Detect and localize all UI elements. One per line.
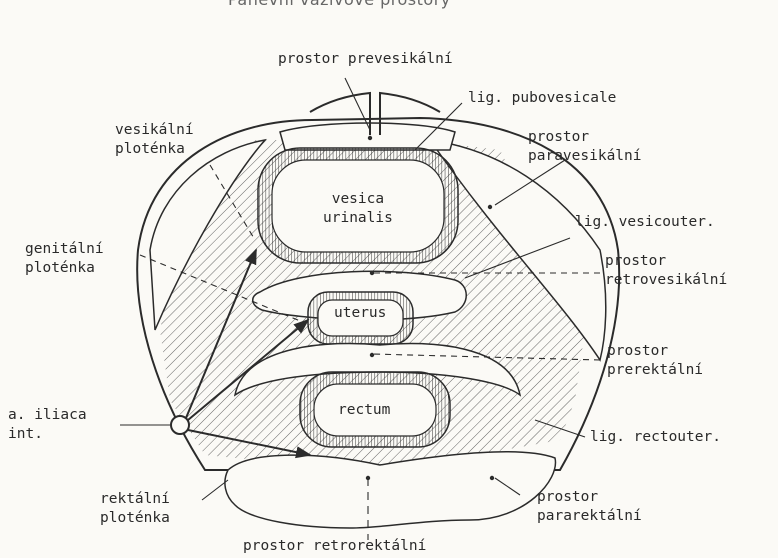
label-lig-vesicouter: lig. vesicouter.	[575, 213, 715, 232]
label-uterus: uterus	[334, 304, 386, 323]
label-rectum: rectum	[338, 401, 390, 420]
label-retrorectal-space: prostor retrorektální	[243, 537, 426, 556]
label-rectal-plate: rektální ploténka	[100, 490, 170, 528]
iliac-artery-origin	[171, 416, 189, 434]
label-lig-rectouter: lig. rectouter.	[590, 428, 721, 447]
label-prevesical-space: prostor prevesikální	[278, 50, 453, 69]
label-vesical-plate: vesikální ploténka	[115, 121, 194, 159]
label-a-iliaca-int: a. iliaca int.	[8, 406, 87, 444]
label-vesica-urinalis: vesica urinalis	[323, 190, 393, 228]
label-retrovesical-space: prostor retrovesikální	[605, 252, 727, 290]
label-paravesical-space: prostor paravesikální	[528, 128, 642, 166]
label-prerectal-space: prostor prerektální	[607, 342, 703, 380]
label-genital-plate: genitální ploténka	[25, 240, 104, 278]
label-lig-pubovesicale: lig. pubovesicale	[468, 89, 616, 108]
label-pararectal-space: prostor pararektální	[537, 488, 642, 526]
retrorectal-space	[225, 452, 556, 528]
